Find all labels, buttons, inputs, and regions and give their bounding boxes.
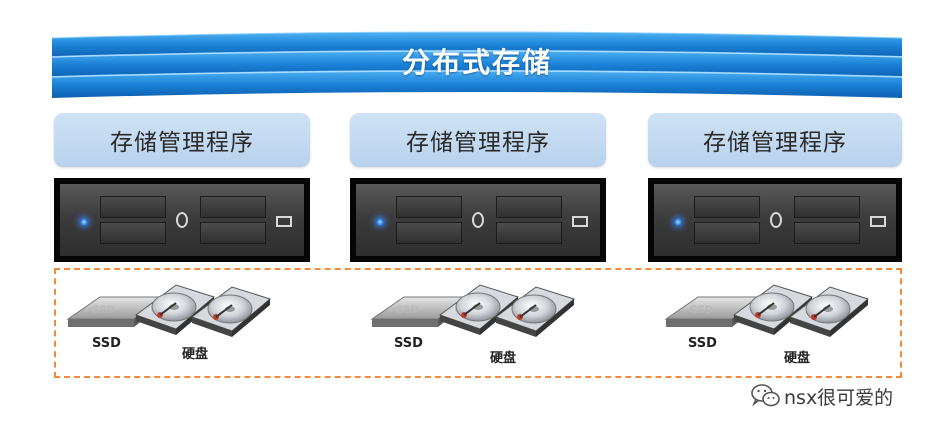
- svg-text:SSD: SSD: [92, 304, 115, 316]
- power-led: [80, 218, 88, 226]
- power-button-icon: [176, 212, 188, 228]
- ssd-label: SSD: [394, 336, 423, 351]
- hard-disk-icon: [494, 286, 576, 337]
- storage-manager-label: 存储管理程序: [703, 130, 847, 156]
- hard-disk-icon: [438, 284, 520, 335]
- server-rack-icon: [350, 178, 606, 262]
- watermark: nsx很可爱的: [748, 378, 938, 414]
- storage-manager-box-2: 存储管理程序: [350, 113, 606, 167]
- hdd-label: 硬盘: [784, 351, 811, 366]
- svg-text:SSD: SSD: [396, 304, 419, 316]
- port-icon: [572, 216, 588, 227]
- port-icon: [870, 216, 886, 227]
- disk-group-2: SSD SSD 硬盘: [368, 279, 588, 366]
- hard-disk-icon: [134, 284, 216, 335]
- storage-manager-box-1: 存储管理程序: [54, 113, 310, 167]
- disk-pool-area: [54, 268, 902, 378]
- power-led: [674, 218, 682, 226]
- storage-layers-graphic: [52, 31, 902, 98]
- disk-graphic: SSD: [664, 284, 870, 337]
- storage-manager-label: 存储管理程序: [406, 130, 550, 156]
- server-rack-icon: [648, 178, 902, 262]
- hdd-label: 硬盘: [490, 351, 517, 366]
- storage-manager-box-3: 存储管理程序: [648, 113, 902, 167]
- disk-graphic: SSD: [66, 284, 272, 337]
- wechat-icon: [751, 384, 780, 407]
- disk-group-3: SSD SSD 硬盘: [662, 279, 882, 366]
- hard-disk-icon: [190, 286, 272, 337]
- ssd-label: SSD: [688, 336, 717, 351]
- storage-manager-label: 存储管理程序: [110, 130, 254, 156]
- banner-title: 分布式存储: [401, 46, 552, 79]
- distributed-storage-banner: 分布式存储: [52, 28, 902, 100]
- port-icon: [276, 216, 292, 227]
- hdd-label: 硬盘: [182, 347, 209, 362]
- power-button-icon: [770, 212, 782, 228]
- server-rack-icon: [54, 178, 310, 262]
- power-button-icon: [472, 212, 484, 228]
- power-led: [376, 218, 384, 226]
- disk-graphic: SSD: [370, 284, 576, 337]
- watermark-text: nsx很可爱的: [784, 387, 894, 409]
- hard-disk-icon: [788, 286, 870, 337]
- svg-text:SSD: SSD: [690, 304, 713, 316]
- disk-group-1: SSD SSD 硬盘: [64, 279, 284, 365]
- ssd-label: SSD: [92, 336, 121, 351]
